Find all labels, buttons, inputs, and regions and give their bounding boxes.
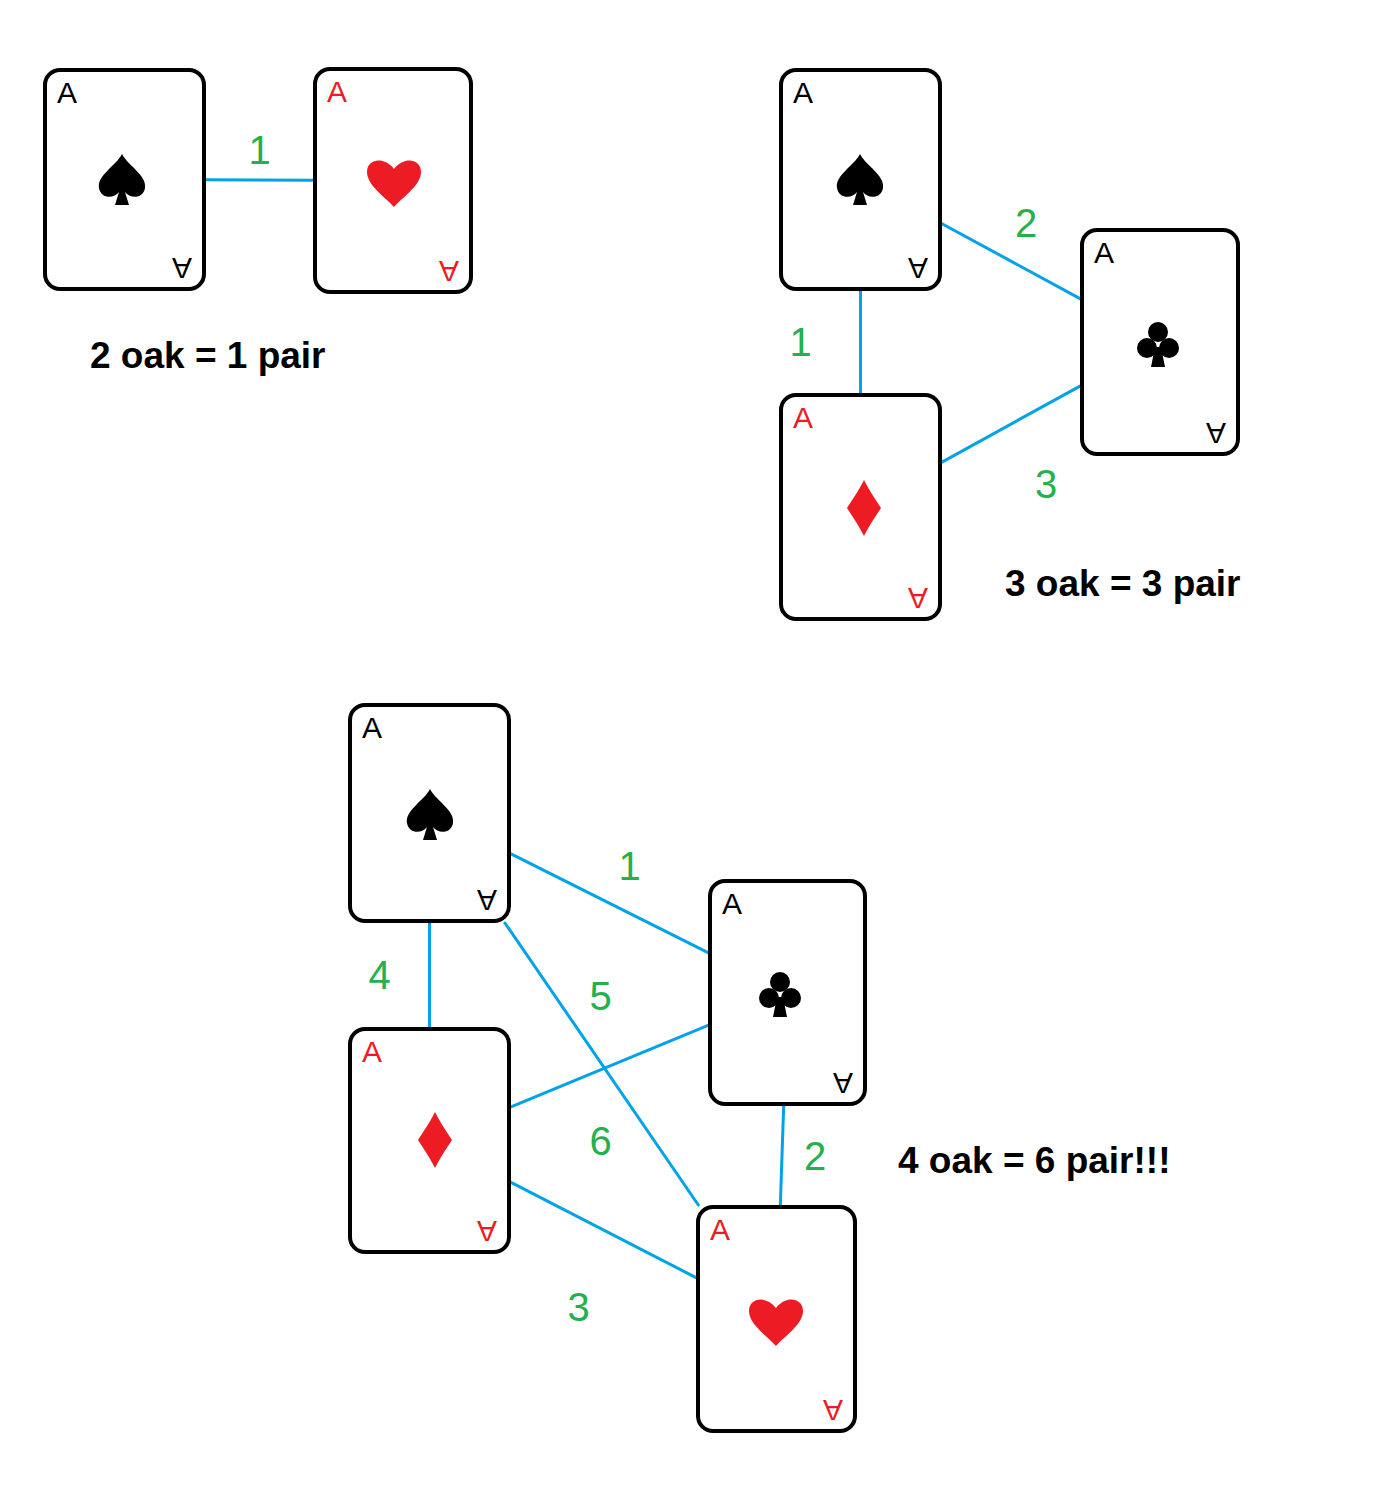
card-rank: A [362,713,382,743]
playing-card: AA [696,1205,857,1433]
playing-card: AA [1080,228,1240,456]
club-symbol [1137,322,1179,367]
pair-line [942,386,1080,462]
card-rank: A [833,1068,853,1098]
heart-symbol [749,1300,803,1346]
pair-number: 2 [802,1136,828,1176]
card-rank: A [793,403,813,433]
playing-card: AA [708,879,867,1106]
card-rank: A [327,77,347,107]
card-rank: A [362,1037,382,1067]
pair-line [505,923,698,1205]
pair-line [428,923,431,1027]
pair-number: 2 [1013,203,1039,243]
playing-card: AA [43,68,206,291]
pair-number: 1 [616,846,642,886]
pair-number: 1 [246,130,272,170]
card-rank: A [722,889,742,919]
pair-number: 4 [366,955,392,995]
pair-line [859,291,862,393]
playing-card: AA [348,1027,511,1254]
card-rank: A [908,253,928,283]
card-rank: A [1206,418,1226,448]
club-symbol [759,972,801,1017]
pair-number: 5 [588,976,614,1016]
card-rank: A [57,78,77,108]
card-rank: A [908,583,928,613]
card-rank: A [823,1395,843,1425]
pair-line [511,1182,696,1277]
playing-card: AA [348,703,511,923]
spade-symbol [99,154,145,205]
pair-line [942,224,1080,299]
playing-card: AA [779,68,942,291]
pair-line [206,178,313,181]
card-rank: A [477,1216,497,1246]
caption: 2 oak = 1 pair [90,337,326,374]
pair-number: 3 [1033,464,1059,504]
pair-number: 1 [787,322,813,362]
spade-symbol [407,789,453,840]
caption: 3 oak = 3 pair [1005,565,1241,602]
card-rank: A [710,1215,730,1245]
pair-line [511,854,708,953]
heart-symbol [367,161,421,207]
caption: 4 oak = 6 pair!!! [898,1142,1170,1179]
spade-symbol [837,154,883,205]
playing-card: AA [313,67,473,294]
pair-line [780,1106,783,1205]
pair-line [511,1025,708,1106]
diamond-symbol [847,480,881,536]
pair-number: 6 [587,1121,613,1161]
diamond-symbol [418,1112,452,1168]
card-rank: A [477,885,497,915]
card-rank: A [439,256,459,286]
playing-card: AA [779,393,942,621]
card-rank: A [793,78,813,108]
card-rank: A [1094,238,1114,268]
pair-number: 3 [565,1287,591,1327]
card-rank: A [172,253,192,283]
